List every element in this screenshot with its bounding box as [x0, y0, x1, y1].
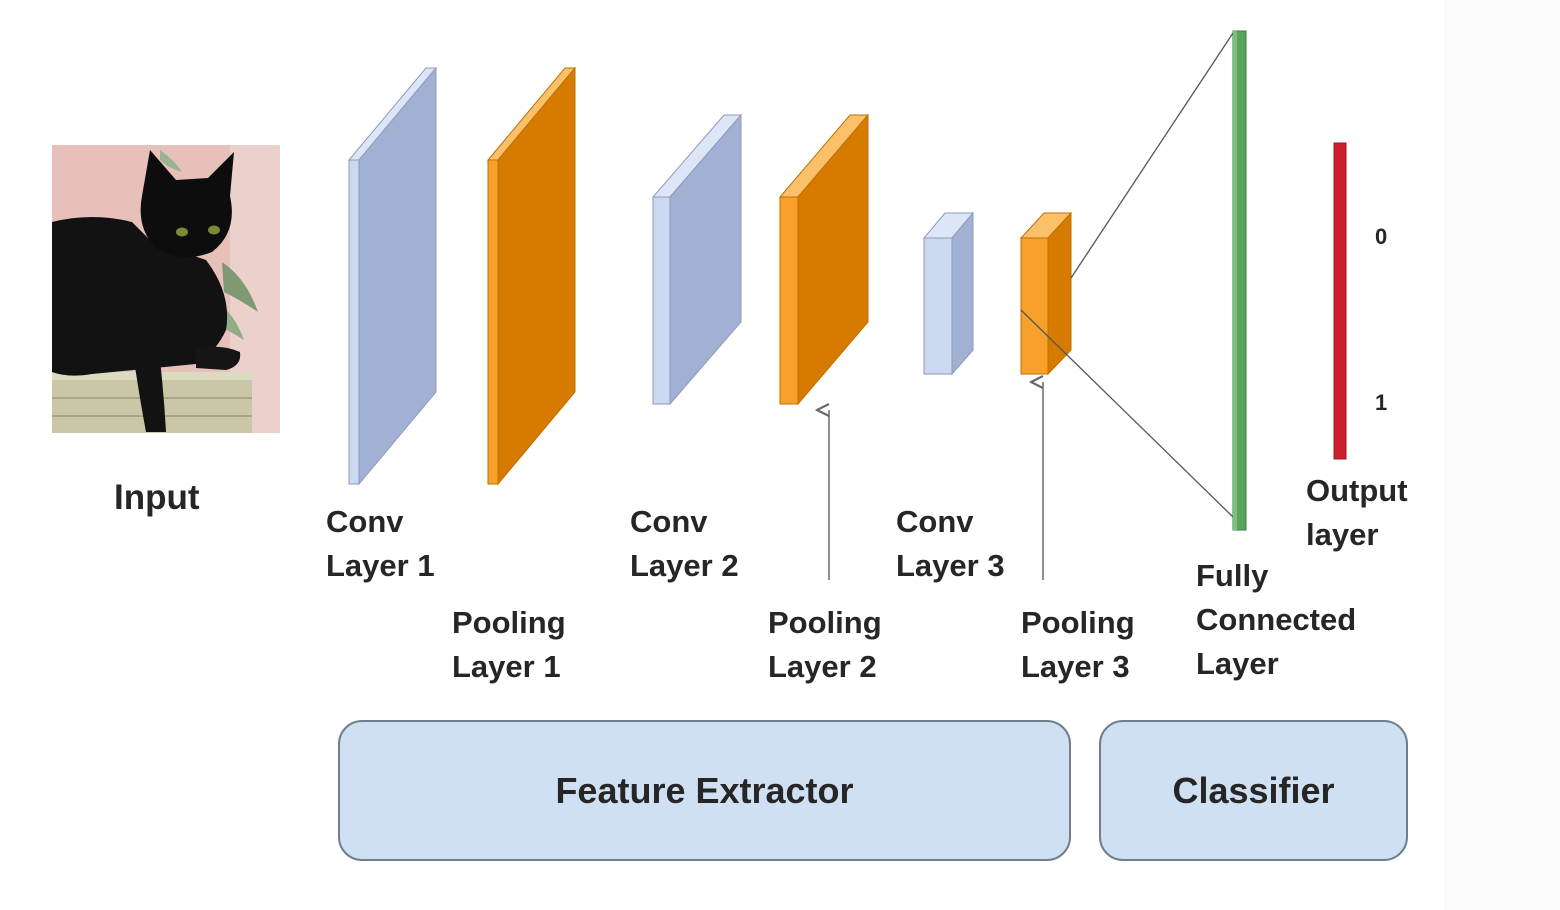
feature-extractor-box: Feature Extractor [338, 720, 1071, 861]
pooling-layer-1-block [486, 66, 577, 486]
conv-layer-2-label-line2: Layer 2 [630, 548, 739, 583]
pooling-layer-2-block [778, 113, 870, 406]
conv-layer-1-label-line1: Conv [326, 504, 404, 539]
output-layer-label-line2: layer [1306, 517, 1379, 552]
conv-layer-2-label: Conv Layer 2 [630, 500, 739, 588]
pooling-layer-3-label-line1: Pooling [1021, 605, 1135, 640]
input-label-text: Input [114, 478, 200, 517]
output-tick-0: 0 [1375, 224, 1388, 249]
conv-layer-2-label-line1: Conv [630, 504, 708, 539]
fully-connected-layer-label: Fully Connected Layer [1196, 554, 1356, 686]
fully-connected-label-line3: Layer [1196, 646, 1279, 681]
pooling-layer-2-label-line2: Layer 2 [768, 649, 877, 684]
connection-line-bottom [1020, 309, 1234, 518]
feature-extractor-label: Feature Extractor [555, 769, 854, 811]
conv-layer-3-label-line1: Conv [896, 504, 974, 539]
pooling-layer-1-label-line1: Pooling [452, 605, 566, 640]
fully-connected-label-line1: Fully [1196, 558, 1269, 593]
classifier-label: Classifier [1172, 769, 1335, 811]
pooling-layer-1-label: Pooling Layer 1 [452, 601, 566, 689]
output-tick-1: 1 [1375, 390, 1388, 415]
conv-layer-2-block [651, 113, 743, 406]
output-layer-label: Output layer [1306, 469, 1408, 557]
connection-line-top [1070, 32, 1234, 279]
conv-layer-1-block [347, 66, 438, 486]
fully-connected-label-line2: Connected [1196, 602, 1357, 637]
output-layer-bar [1333, 142, 1347, 460]
input-image [52, 145, 280, 433]
conv-layer-3-label-line2: Layer 3 [896, 548, 1005, 583]
pooling-layer-1-label-line2: Layer 1 [452, 649, 561, 684]
output-layer-label-line1: Output [1306, 473, 1408, 508]
conv-layer-1-label: Conv Layer 1 [326, 500, 435, 588]
conv-layer-1-label-line2: Layer 1 [326, 548, 435, 583]
background-strip [1444, 0, 1560, 910]
input-label: Input [114, 476, 200, 520]
pooling-layer-3-label-line2: Layer 3 [1021, 649, 1130, 684]
pooling-layer-3-label: Pooling Layer 3 [1021, 601, 1135, 689]
pooling-layer-2-label: Pooling Layer 2 [768, 601, 882, 689]
conv-layer-3-block [922, 211, 975, 376]
fully-connected-bar [1232, 30, 1247, 531]
pooling-layer-3-block [1019, 211, 1073, 376]
classifier-box: Classifier [1099, 720, 1408, 861]
pooling-layer-2-label-line1: Pooling [768, 605, 882, 640]
conv-layer-3-label: Conv Layer 3 [896, 500, 1005, 588]
